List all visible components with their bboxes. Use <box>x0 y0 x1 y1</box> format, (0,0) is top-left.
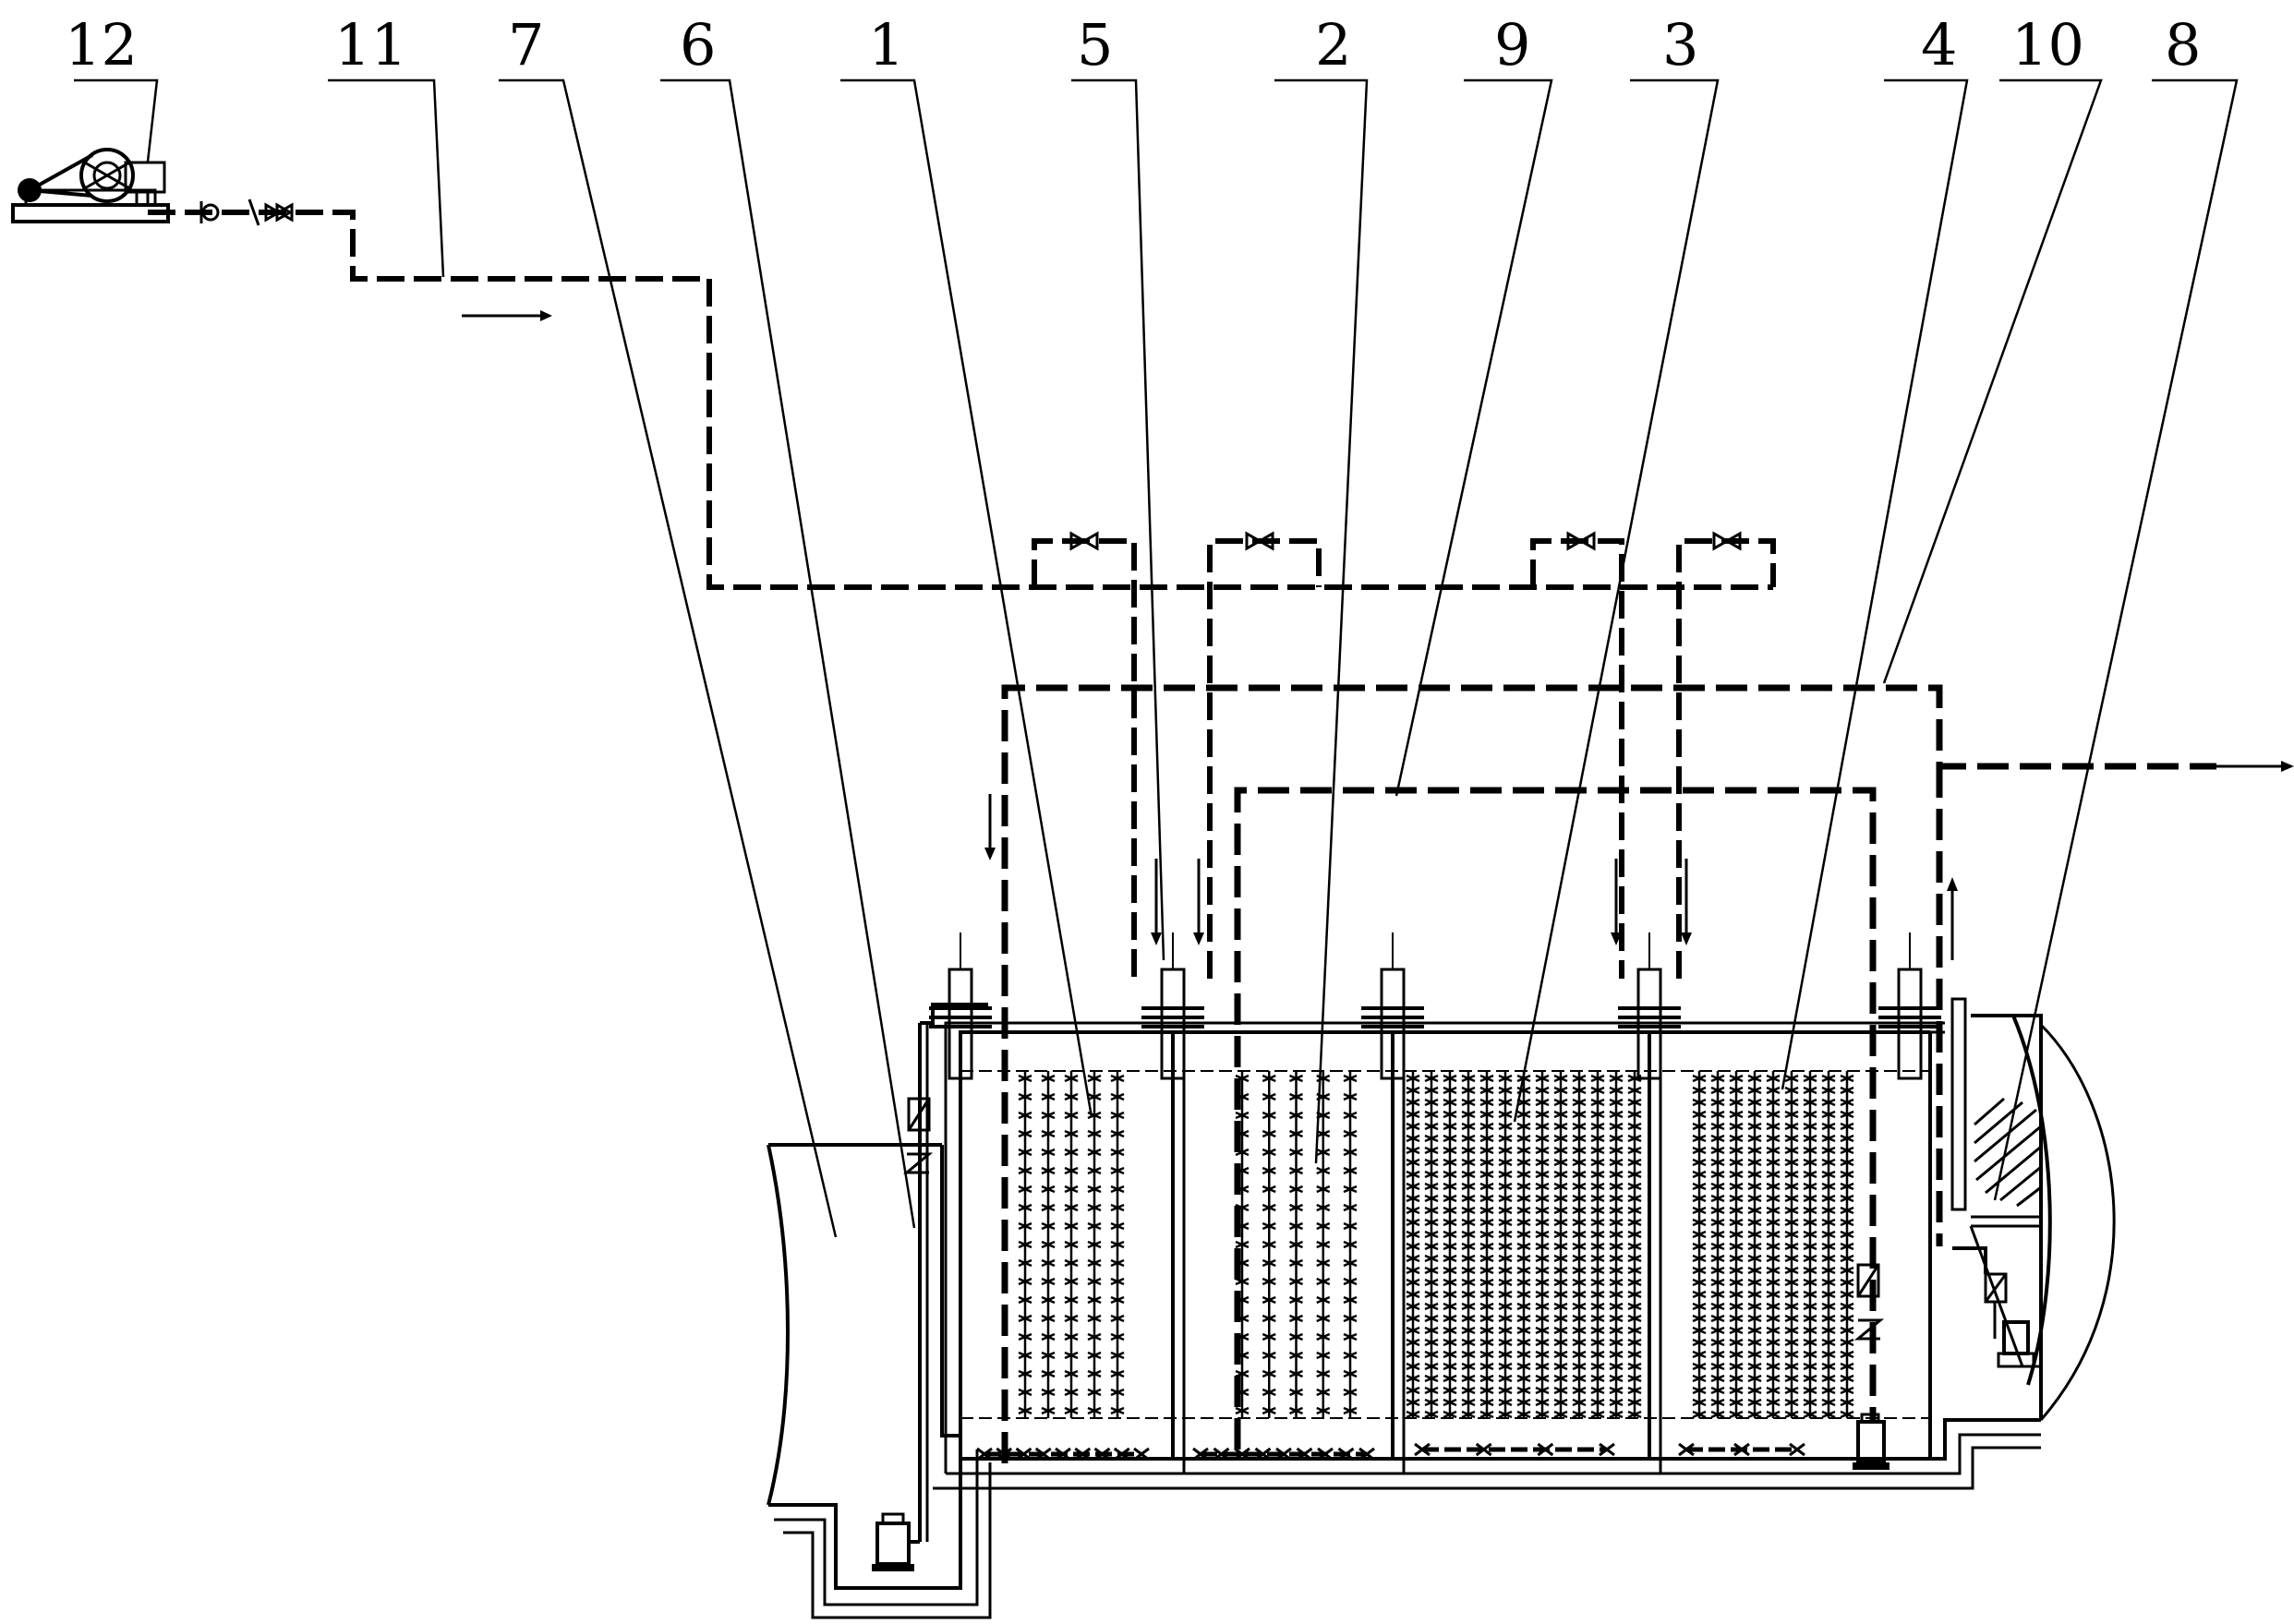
aerator-row <box>1678 1442 1805 1457</box>
outlet-pump-icon <box>1952 1246 2035 1368</box>
tank-dividers <box>1171 1032 1932 1474</box>
tank-outline <box>933 1021 2041 1490</box>
media-string <box>1572 1071 1587 1419</box>
label-9: 9 <box>1494 11 1530 78</box>
label-4: 4 <box>1921 11 1957 78</box>
media-string <box>1343 1071 1358 1418</box>
media-string <box>1692 1071 1707 1419</box>
blower-icon <box>11 148 170 223</box>
aerators <box>976 1442 1805 1462</box>
media-string <box>1747 1071 1762 1419</box>
column-post <box>1141 932 1204 1080</box>
media-string <box>1840 1071 1854 1419</box>
label-6: 6 <box>680 11 716 78</box>
media-string <box>1784 1071 1799 1419</box>
media-string <box>1235 1071 1250 1418</box>
flow-arrows <box>984 794 1958 960</box>
media-string <box>1479 1071 1494 1419</box>
internal-return-pipe <box>1234 787 1877 1450</box>
media-string <box>1516 1071 1531 1419</box>
check-valve-icon <box>199 198 260 226</box>
gate-valve-icon <box>264 202 294 223</box>
label-11: 11 <box>334 11 407 78</box>
media-string <box>1443 1071 1457 1419</box>
label-7: 7 <box>508 11 544 78</box>
media-string <box>1289 1071 1303 1418</box>
label-8: 8 <box>2165 11 2201 78</box>
column-post <box>1361 932 1424 1080</box>
label-10: 10 <box>2011 11 2084 78</box>
media-string <box>1590 1071 1605 1419</box>
media-string <box>1087 1071 1102 1418</box>
media-string <box>1262 1071 1276 1418</box>
air-branches <box>1032 531 1776 979</box>
media-string <box>1461 1071 1476 1419</box>
label-5: 5 <box>1077 11 1113 78</box>
aerator-row <box>976 1447 1150 1462</box>
media-string <box>1406 1071 1420 1419</box>
media-string <box>1110 1071 1125 1418</box>
label-2: 2 <box>1315 11 1351 78</box>
aerator-row <box>1192 1447 1375 1462</box>
regulating-pool <box>767 1143 992 1619</box>
media-string <box>1498 1071 1513 1419</box>
column-post <box>1878 932 1941 1080</box>
media-string <box>1018 1071 1032 1418</box>
submersible-pump-icon <box>872 1003 988 1571</box>
media-string <box>1729 1071 1744 1419</box>
media-string <box>1041 1071 1056 1418</box>
media-string <box>1766 1071 1781 1419</box>
aerator-row <box>1414 1442 1615 1457</box>
media-string <box>1316 1071 1331 1418</box>
top-columns <box>929 932 1941 1080</box>
media-string <box>1710 1071 1725 1419</box>
media-string <box>1064 1071 1079 1418</box>
hatch-block <box>1974 1097 2042 1208</box>
column-post <box>1618 932 1681 1080</box>
media-string <box>1821 1071 1836 1419</box>
label-1: 1 <box>868 11 904 78</box>
label-12: 12 <box>65 11 138 78</box>
media-string <box>1553 1071 1568 1419</box>
leader-lines <box>74 78 2239 1238</box>
media-string <box>1803 1071 1817 1419</box>
label-3: 3 <box>1662 11 1698 78</box>
column-post <box>929 932 992 1080</box>
tank-4-pump-icon <box>1853 1263 1890 1470</box>
media-string <box>1627 1071 1642 1419</box>
air-supply-pipe <box>148 198 1773 590</box>
branch-valve-icon <box>1069 531 1742 551</box>
media-string <box>1424 1071 1439 1419</box>
media-string <box>1535 1071 1550 1419</box>
media-string <box>1609 1071 1624 1419</box>
media-carriers <box>1018 1071 1854 1419</box>
